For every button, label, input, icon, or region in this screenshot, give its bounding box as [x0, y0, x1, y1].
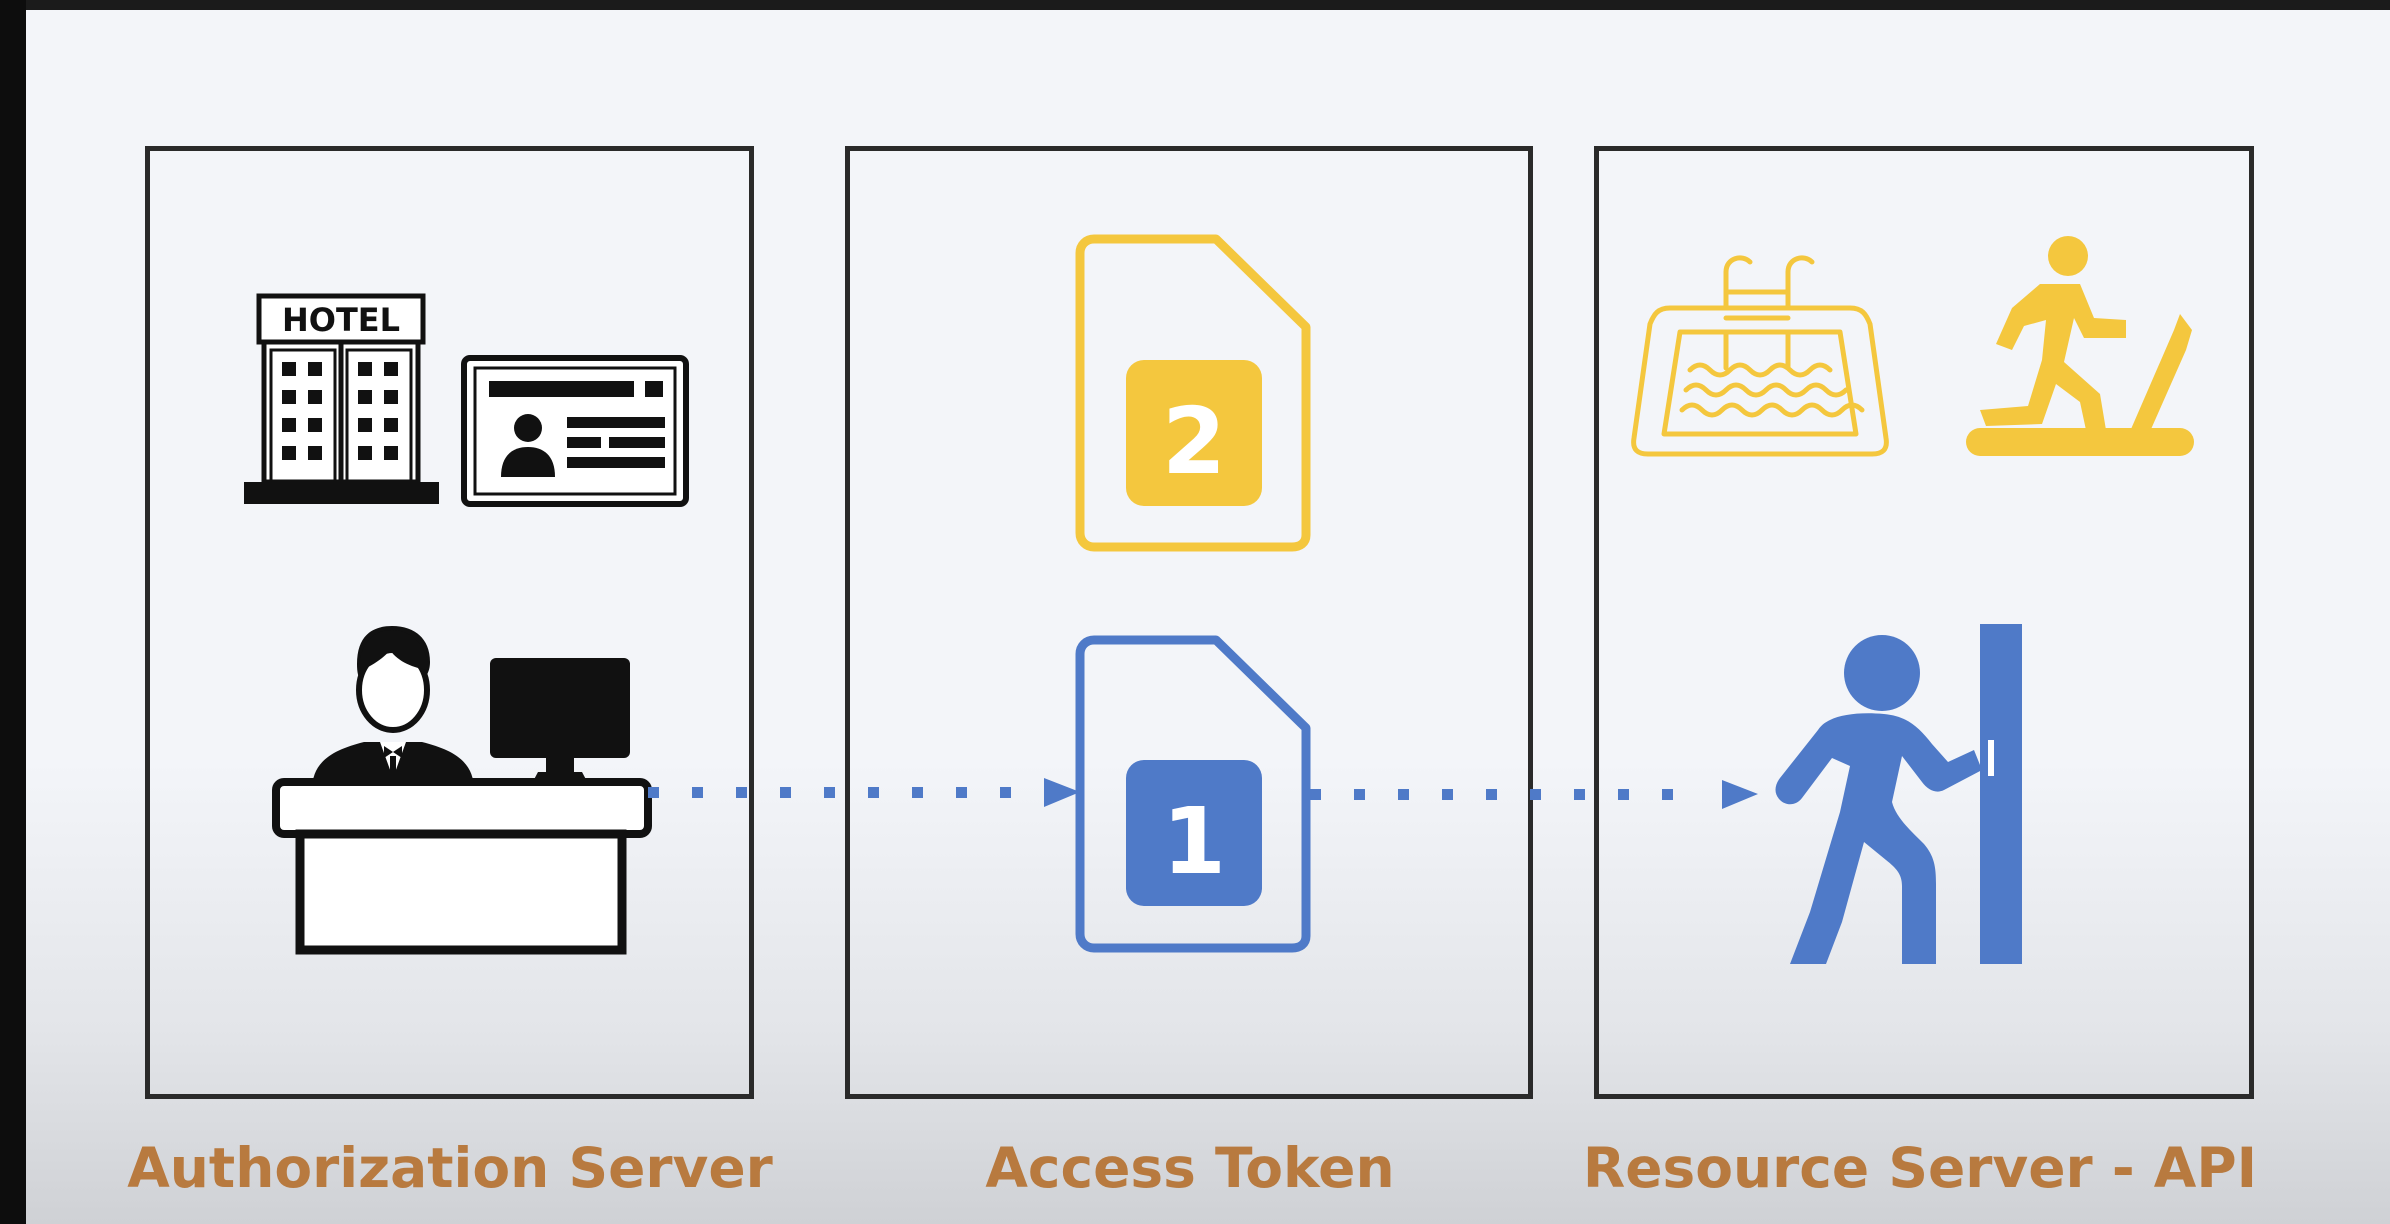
hotel-icon: HOTEL	[244, 293, 439, 504]
slide-background	[26, 10, 2390, 1224]
resource-server-panel	[1594, 146, 2254, 1099]
dotted-arrow-token-to-resource	[1310, 780, 1758, 809]
access-token-2-icon: 2	[1075, 234, 1311, 552]
authorization-server-label: Authorization Server	[127, 1136, 773, 1200]
authorization-server-panel	[145, 146, 754, 1099]
hotel-sign-text: HOTEL	[282, 301, 400, 339]
token-2-number: 2	[1162, 388, 1226, 495]
access-token-1-icon: 1	[1075, 635, 1311, 953]
access-token-panel	[845, 146, 1533, 1099]
dotted-arrow-auth-to-token	[648, 778, 1080, 807]
receptionist-desk-icon	[272, 626, 652, 955]
resource-server-label: Resource Server - API	[1582, 1136, 2258, 1200]
treadmill-icon	[1966, 236, 2194, 456]
id-card-icon	[461, 355, 689, 507]
window-top-bar	[0, 0, 2390, 10]
person-entering-door-icon	[1775, 624, 2022, 964]
swimming-pool-icon	[1631, 255, 1889, 457]
token-1-number: 1	[1162, 788, 1226, 895]
access-token-label: Access Token	[985, 1136, 1395, 1200]
window-left-bar	[0, 0, 26, 1224]
